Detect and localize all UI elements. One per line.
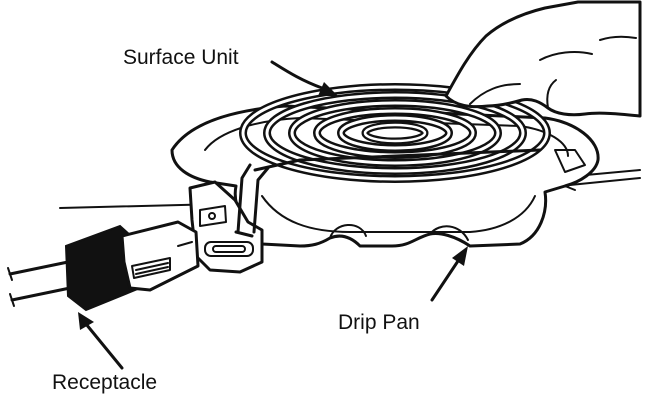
surface-unit-coil [239,83,551,183]
surface-unit-label: Surface Unit [123,46,239,69]
drip-pan-arrow [430,256,462,302]
receptacle [7,220,200,312]
receptacle-arrow [84,322,124,370]
receptacle-label: Receptacle [52,371,157,394]
leader-lines [78,60,468,370]
surface-unit-arrow [270,60,324,90]
hand-illustration [444,0,642,118]
drip-pan-label: Drip Pan [338,311,420,334]
coil-terminals [234,163,270,238]
